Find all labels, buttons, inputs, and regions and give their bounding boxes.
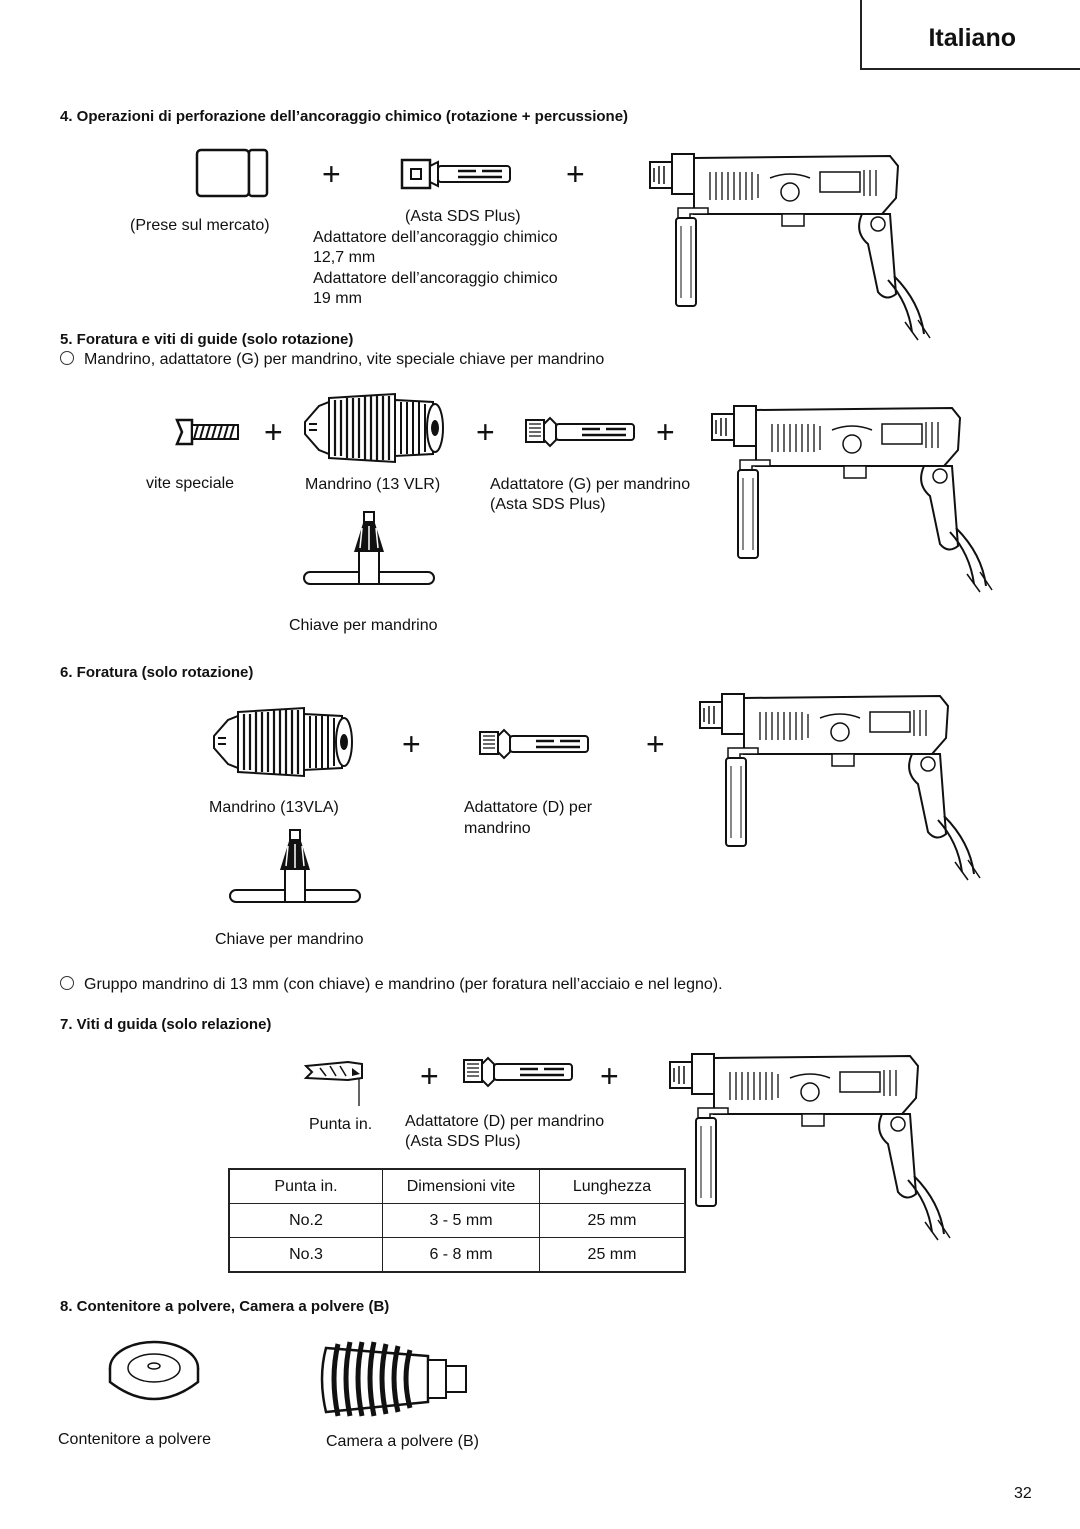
table-header-cell: Lunghezza xyxy=(539,1169,685,1204)
caption-punta: Punta in. xyxy=(309,1116,373,1133)
table-cell: 6 - 8 mm xyxy=(382,1237,540,1272)
table-row: No.3 6 - 8 mm 25 mm xyxy=(229,1237,685,1272)
caption-asta-sds: (Asta SDS Plus) xyxy=(405,208,521,225)
caption-adapter-1: Adattatore dell’ancoraggio chimico xyxy=(313,229,558,246)
section-5-heading: 5. Foratura e viti di guide (solo rotazi… xyxy=(60,331,354,348)
section-6-bullet: Gruppo mandrino di 13 mm (con chiave) e … xyxy=(60,975,723,995)
caption-adattatore-d: Adattatore (D) per xyxy=(464,799,593,816)
hammer-drill-illustration xyxy=(669,1053,951,1241)
table-cell: 3 - 5 mm xyxy=(382,1203,540,1238)
caption-mandrino: Mandrino (13VLA) xyxy=(209,799,339,816)
table-header-row: Punta in. Dimensioni vite Lunghezza xyxy=(229,1169,685,1204)
bullet-circle-icon xyxy=(60,351,74,365)
sds-adapter-illustration xyxy=(400,158,511,190)
chuck-illustration xyxy=(212,706,354,778)
bullet-circle-icon xyxy=(60,976,74,990)
plus-sign: + xyxy=(420,1058,439,1094)
screw-bit-illustration xyxy=(303,1060,363,1106)
sds-adapter-illustration xyxy=(478,728,590,760)
chuck-illustration xyxy=(303,392,445,464)
table-cell: 25 mm xyxy=(539,1203,685,1238)
dust-cup-illustration xyxy=(108,1340,200,1401)
caption-adattatore-d: Adattatore (D) per mandrino xyxy=(405,1113,605,1130)
language-tab: Italiano xyxy=(860,0,1080,70)
caption-adapter-2: Adattatore dell’ancoraggio chimico xyxy=(313,270,558,287)
caption-adapter-2-size: 19 mm xyxy=(313,290,362,307)
caption-prese: (Prese sul mercato) xyxy=(130,217,270,234)
caption-adattatore-g: Adattatore (G) per mandrino xyxy=(490,476,691,493)
caption-camera: Camera a polvere (B) xyxy=(326,1433,479,1450)
special-screw-illustration xyxy=(175,418,239,446)
plus-sign: + xyxy=(476,414,495,450)
caption-chiave: Chiave per mandrino xyxy=(215,931,364,948)
section-6-heading: 6. Foratura (solo rotazione) xyxy=(60,664,254,681)
caption-chiave: Chiave per mandrino xyxy=(289,617,438,634)
caption-adapter-1-size: 12,7 mm xyxy=(313,249,376,266)
section-7-heading: 7. Viti d guida (solo relazione) xyxy=(60,1016,272,1033)
caption-contenitore: Contenitore a polvere xyxy=(58,1431,211,1448)
table-cell: No.3 xyxy=(229,1237,383,1272)
caption-mandrino: Mandrino (13 VLR) xyxy=(305,476,441,493)
plus-sign: + xyxy=(646,726,665,762)
screw-spec-table: Punta in. Dimensioni vite Lunghezza No.2… xyxy=(228,1168,686,1273)
table-cell: 25 mm xyxy=(539,1237,685,1272)
page-number: 32 xyxy=(1014,1485,1032,1502)
dust-boot-illustration xyxy=(320,1341,467,1417)
table-cell: No.2 xyxy=(229,1203,383,1238)
plus-sign: + xyxy=(264,414,283,450)
plus-sign: + xyxy=(656,414,675,450)
chuck-key-illustration xyxy=(303,511,435,585)
language-label: Italiano xyxy=(928,24,1016,52)
table-row: No.2 3 - 5 mm 25 mm xyxy=(229,1203,685,1238)
plus-sign: + xyxy=(600,1058,619,1094)
plus-sign: + xyxy=(566,156,585,192)
table-header-cell: Punta in. xyxy=(274,1177,338,1195)
section-5-bullet: Mandrino, adattatore (G) per mandrino, v… xyxy=(60,350,604,370)
chuck-key-illustration xyxy=(229,829,361,903)
sds-adapter-illustration xyxy=(524,416,636,448)
section-6-bullet-text: Gruppo mandrino di 13 mm (con chiave) e … xyxy=(84,976,723,993)
socket-illustration xyxy=(195,148,269,198)
section-8-heading: 8. Contenitore a polvere, Camera a polve… xyxy=(60,1298,390,1315)
caption-asta-sds: (Asta SDS Plus) xyxy=(405,1133,521,1150)
caption-vite-speciale: vite speciale xyxy=(146,475,235,492)
hammer-drill-illustration xyxy=(649,153,931,341)
caption-asta-sds: (Asta SDS Plus) xyxy=(490,496,606,513)
section-5-bullet-text: Mandrino, adattatore (G) per mandrino, v… xyxy=(84,351,605,368)
hammer-drill-illustration xyxy=(699,693,981,881)
hammer-drill-illustration xyxy=(711,405,993,593)
sds-adapter-illustration xyxy=(462,1056,574,1088)
section-4-heading: 4. Operazioni di perforazione dell’ancor… xyxy=(60,108,629,125)
plus-sign: + xyxy=(322,156,341,192)
table-header-cell: Dimensioni vite xyxy=(382,1169,540,1204)
caption-adattatore-d-2: mandrino xyxy=(464,820,531,837)
plus-sign: + xyxy=(402,726,421,762)
